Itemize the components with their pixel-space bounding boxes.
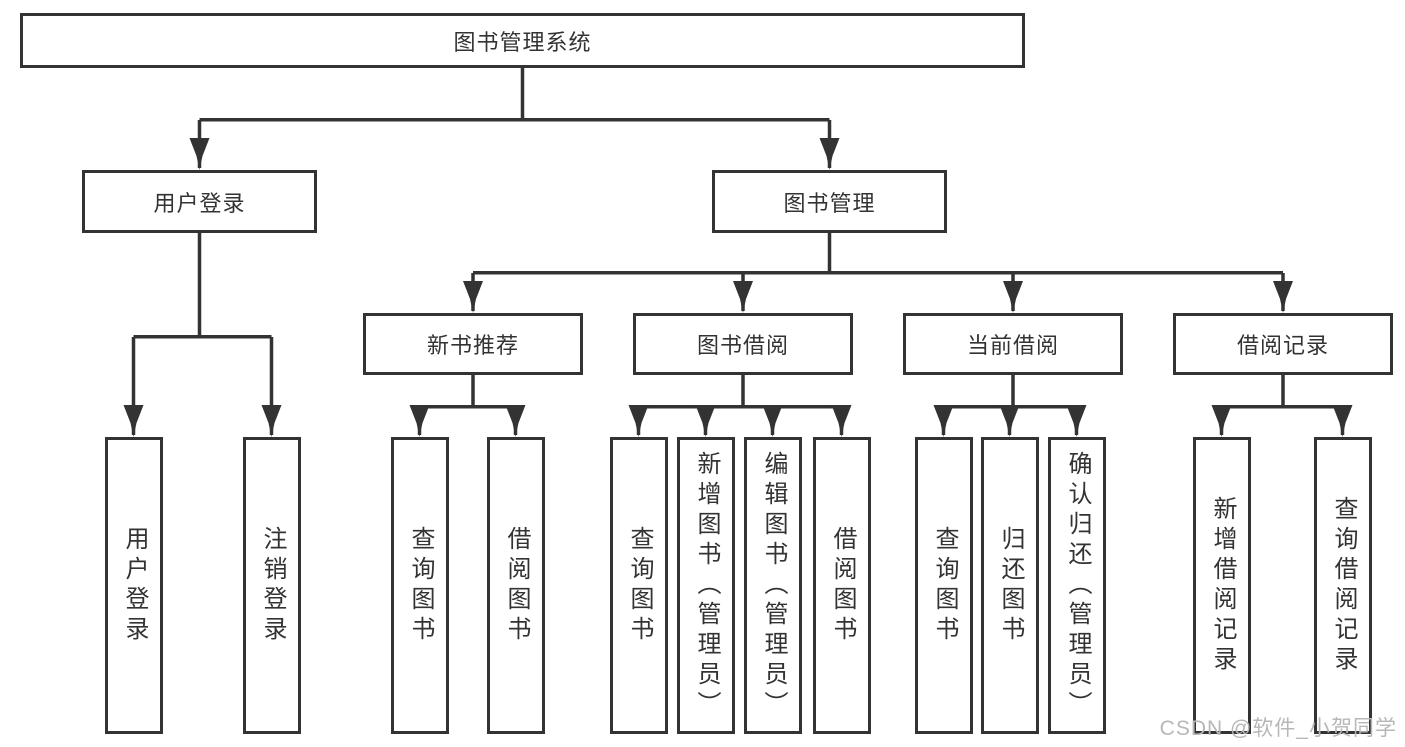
leaf-return-books: 归还图书 [981,437,1039,734]
node-new-book-recommendation: 新书推荐 [363,313,583,375]
node-borrowing-records: 借阅记录 [1173,313,1393,375]
node-label: 图书管理系统 [453,29,592,55]
leaf-label: 查询图书 [626,525,653,646]
node-user-login: 用户登录 [82,170,317,233]
node-label: 图书管理 [783,190,876,216]
leaf-label: 编辑图书（管理员） [760,450,787,721]
leaf-edit-books-admin: 编辑图书（管理员） [744,437,802,734]
node-book-management: 图书管理 [712,170,947,233]
node-label: 用户登录 [153,190,246,216]
leaf-borrow-query-books: 查询图书 [610,437,668,734]
leaf-user-login: 用户登录 [105,437,163,734]
leaf-add-borrow-record: 新增借阅记录 [1193,437,1251,734]
leaf-label: 用户登录 [121,525,148,646]
leaf-label: 查询图书 [931,525,958,646]
node-library-management-system: 图书管理系统 [20,13,1025,68]
node-label: 借阅记录 [1236,333,1329,358]
leaf-label: 新增图书（管理员） [693,450,720,721]
leaf-label: 借阅图书 [829,525,856,646]
csdn-watermark: CSDN @软件_小贺同学 [1159,717,1397,740]
node-label: 图书借阅 [696,333,789,358]
leaf-borrow-books: 借阅图书 [813,437,871,734]
tree-edges [131,68,1345,435]
leaf-label: 注销登录 [259,525,286,646]
leaf-label: 借阅图书 [503,525,530,646]
leaf-confirm-return-admin: 确认归还（管理员） [1048,437,1106,734]
leaf-label: 确认归还（管理员） [1064,450,1091,721]
leaf-label: 查询借阅记录 [1330,495,1357,676]
leaf-current-query-books: 查询图书 [915,437,973,734]
leaf-query-borrow-record: 查询借阅记录 [1314,437,1372,734]
node-label: 新书推荐 [426,333,519,358]
leaf-logout: 注销登录 [243,437,301,734]
node-label: 当前借阅 [966,333,1059,358]
leaf-add-books-admin: 新增图书（管理员） [677,437,735,734]
leaf-label: 查询图书 [407,525,434,646]
node-book-borrowing: 图书借阅 [633,313,853,375]
leaf-recommend-borrow-books: 借阅图书 [487,437,545,734]
leaf-recommend-query-books: 查询图书 [391,437,449,734]
leaf-label: 归还图书 [997,525,1024,646]
node-current-borrowing: 当前借阅 [903,313,1123,375]
leaf-label: 新增借阅记录 [1209,495,1236,676]
